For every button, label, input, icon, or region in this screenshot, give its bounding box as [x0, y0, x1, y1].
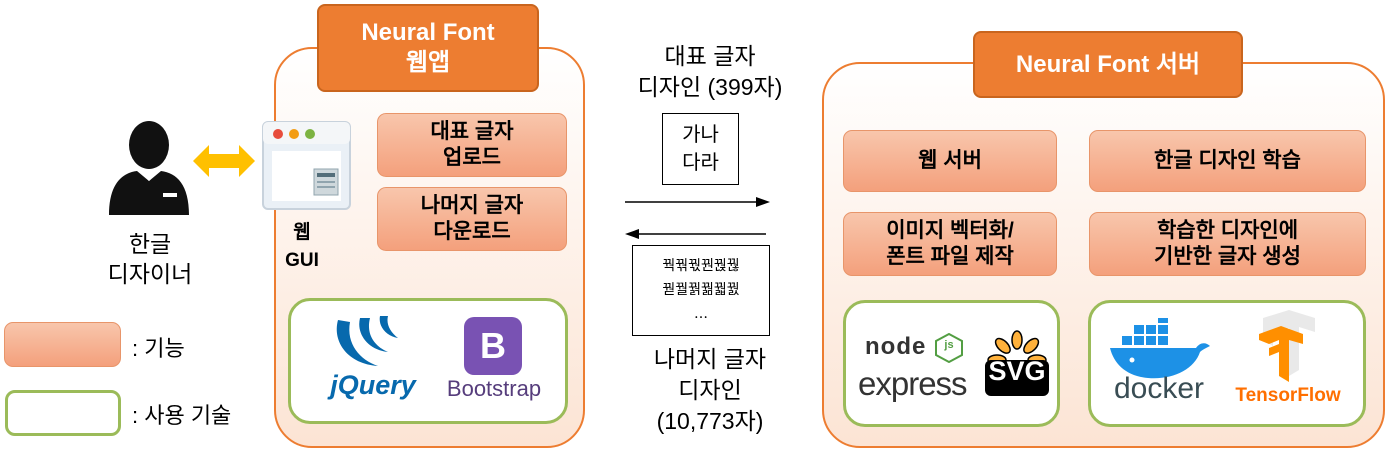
nodejs-js-text: js — [944, 339, 954, 351]
express-logo-text: express — [858, 365, 968, 402]
tensorflow-logo-text: TensorFlow — [1235, 385, 1341, 406]
exchange-arrows-icon — [625, 197, 770, 239]
bootstrap-logo-icon — [464, 317, 522, 375]
representative-design-label: 대표 글자 디자인 (399자) — [637, 43, 783, 100]
representative-chars-box: 가나 다라 — [662, 113, 739, 185]
remaining-chars-box: 꿕꿖꿗꿘꿙꿚 꿛꿜꿝꿞꿟꿠 … — [632, 245, 770, 336]
legend-tech-swatch — [5, 390, 121, 436]
docker-whale-icon — [1110, 318, 1210, 379]
jquery-logo-text: jQuery — [330, 370, 416, 400]
function-upload-representative: 대표 글자 업로드 — [377, 113, 567, 177]
docker-logo-text: docker — [1113, 372, 1205, 405]
browser-window-icon — [262, 121, 351, 210]
double-arrow-icon — [193, 145, 255, 177]
node-logo-text: node — [865, 333, 927, 360]
function-vectorize-font: 이미지 벡터화/ 폰트 파일 제작 — [843, 212, 1057, 276]
nodejs-hexagon-icon — [935, 333, 963, 363]
legend-function-label: : 기능 — [132, 336, 185, 361]
webapp-title: Neural Font 웹앱 — [317, 4, 539, 92]
legend-tech-label: : 사용 기술 — [132, 403, 232, 428]
web-gui-label: 웹 GUI — [285, 222, 319, 271]
legend-function-swatch — [4, 322, 121, 367]
function-web-server: 웹 서버 — [843, 130, 1057, 192]
tensorflow-logo-icon — [1259, 310, 1315, 382]
function-generate-chars: 학습한 디자인에 기반한 글자 생성 — [1089, 212, 1366, 276]
jquery-logo-icon — [336, 316, 398, 366]
svg-logo-icon — [985, 330, 1049, 396]
remaining-design-label: 나머지 글자 디자인 (10,773자) — [653, 346, 767, 434]
bootstrap-logo-letter: B — [480, 325, 506, 366]
function-download-remaining: 나머지 글자 다운로드 — [377, 187, 567, 251]
function-hangul-learning: 한글 디자인 학습 — [1089, 130, 1366, 192]
bootstrap-logo-text: Bootstrap — [446, 376, 542, 401]
designer-label: 한글 디자이너 — [107, 231, 193, 287]
server-title: Neural Font 서버 — [973, 31, 1243, 98]
svg-logo-text: SVG — [988, 356, 1046, 386]
designer-person-icon — [109, 121, 189, 215]
